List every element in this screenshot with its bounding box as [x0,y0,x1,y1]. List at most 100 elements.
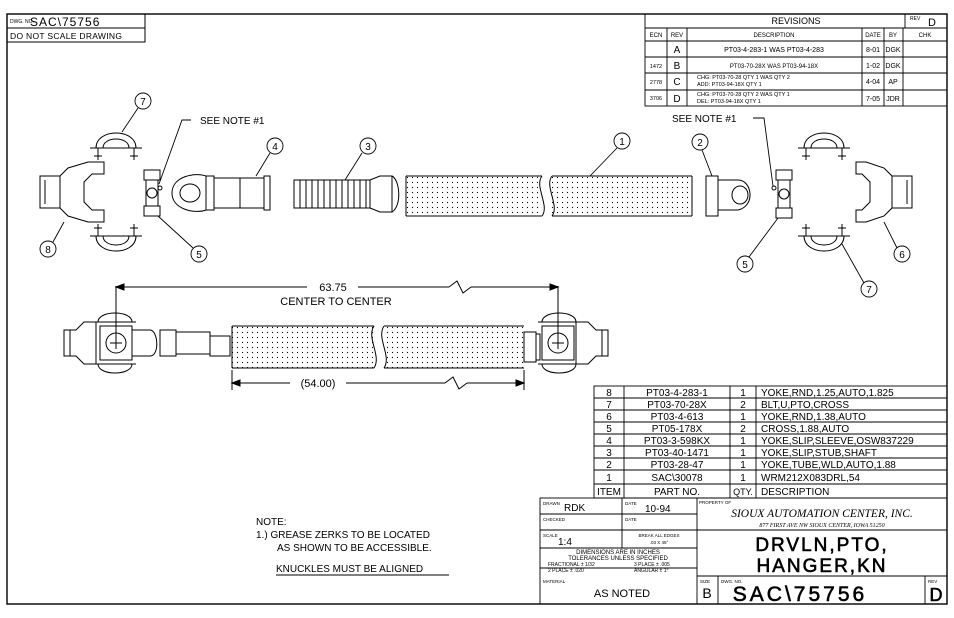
left-end-yoke-part-8 [39,161,105,223]
parts-header-qty: QTY. [733,487,753,497]
rev-row-desc: PT03-70-28X WAS PT03-94-18X [730,64,818,70]
rev-row-desc: CHG: PT03-70-28 QTY 1 WAS QTY 2 [697,75,790,81]
parts-row-part: PT03-4-283-1 [646,388,708,399]
drawing-title-line-2: HANGER,KN [757,556,888,577]
note-knuckles: KNUCKLES MUST BE ALIGNED [276,564,423,575]
parts-row-qty: 1 [740,436,746,447]
callout-8: 8 [45,245,51,256]
break-edges-1: BREAK ALL EDGES [638,533,679,538]
property-of-label: PROPERTY OF [699,500,731,505]
dims-line-2: TOLERANCES UNLESS SPECIFIED [568,556,668,562]
revisions-rev-label: REV [910,16,921,22]
rev-row-rev: D [673,94,680,105]
rev-row-desc: PT03-4-283-1 WAS PT03-4-283 [724,47,824,54]
parts-row-desc: WRM212X083DRL,54 [761,473,860,484]
sheet-border [6,13,948,605]
material-label: MATERIAL [543,579,566,584]
date-label: DATE [625,501,637,506]
stub-shaft-yoke-part-3 [293,175,400,213]
parts-row-qty: 2 [740,424,746,435]
parts-row-item: 2 [606,460,612,471]
left-u-bolt-bottom-part-7 [90,224,142,252]
exploded-view [39,132,913,252]
parts-row-part: PT03-3-598KX [644,436,710,447]
parts-row-qty: 1 [740,388,746,399]
rev-header-desc: DESCRIPTION [753,33,794,39]
rev-label: REV [928,579,937,584]
left-cross-part-5 [143,169,163,217]
rev-row-rev: C [673,77,680,88]
callout-1: 1 [619,137,625,148]
see-note-right: SEE NOTE #1 [672,114,737,125]
dims-line-1: DIMENSIONS ARE IN INCHES [576,550,660,556]
note-heading: NOTE: [256,517,287,528]
rev-row-by: AP [888,79,898,86]
top-left-dwg-box: DWG. NO. SAC\75756 DO NOT SCALE DRAWING [6,13,146,43]
rev-header-ecn: ECN [650,33,663,39]
note-line-2: AS SHOWN TO BE ACCESSIBLE. [277,543,432,554]
right-u-bolt-top-part-7 [798,132,850,160]
parts-row-item: 7 [606,400,612,411]
parts-row-item: 1 [606,473,612,484]
callout-numbers: 7 4 3 1 2 8 5 5 6 7 [45,97,905,296]
rev-header-rev: REV [671,33,683,39]
rev-row-date: 7-05 [866,96,880,103]
parts-list-text: 8 PT03-4-283-1 1 YOKE,RND,1.25,AUTO,1.82… [597,388,914,498]
parts-row-desc: CROSS,1.88,AUTO [761,424,849,435]
dim-center-to-center-value: 63.75 [319,282,347,294]
right-u-bolt-bottom-part-7 [798,224,850,252]
dwg-no-label: DWG. NO. [721,579,743,584]
callout-5-left: 5 [196,250,202,261]
parts-row-desc: YOKE,TUBE,WLD,AUTO,1.88 [761,460,896,471]
tol-angular: ANGULAR ± 1° [634,568,668,574]
callout-4: 4 [272,142,278,153]
checked-label: CHECKED [543,517,566,522]
rev-row-date: 4-04 [866,79,880,86]
rev-row-ecn: 2778 [650,80,662,86]
rev-row-rev: A [674,45,681,56]
parts-row-part: PT03-70-28X [647,400,707,411]
parts-row-desc: BLT,U,PTO,CROSS [761,400,849,411]
rev-row-by: DGK [885,47,901,54]
rev-row-ecn: 3706 [650,96,662,102]
left-u-bolt-top-part-7 [90,132,142,160]
parts-row-desc: YOKE,SLIP,STUB,SHAFT [761,448,877,459]
rev-row-ecn: 1472 [650,64,662,70]
callouts [39,92,911,298]
right-cross-part-5 [771,169,793,219]
parts-row-qty: 1 [740,460,746,471]
size-value: B [702,585,711,601]
parts-row-part: PT05-178X [652,424,703,435]
rev-row-desc2: DEL: PT03-94-18X QTY 1 [697,99,761,105]
rev-row-by: DGK [885,63,901,70]
parts-row-qty: 1 [740,448,746,459]
company-name: SIOUX AUTOMATION CENTER, INC. [731,508,913,520]
size-label: SIZE [700,579,710,584]
parts-row-item: 6 [606,412,612,423]
parts-row-qty: 1 [740,412,746,423]
rev-header-date: DATE [865,33,881,39]
notes: NOTE: 1.) GREASE ZERKS TO BE LOCATED AS … [256,517,449,576]
do-not-scale-text: DO NOT SCALE DRAWING [10,31,122,41]
parts-header-item: ITEM [597,487,621,498]
date-value: 10-94 [645,504,671,515]
tube-yoke-part-2 [705,175,751,217]
rev-row-date: 1-02 [866,63,880,70]
parts-row-desc: YOKE,RND,1.25,AUTO,1.825 [761,388,894,399]
drawn-label: DRAWN [543,501,560,506]
parts-header-part: PART NO. [654,487,700,498]
parts-row-desc: YOKE,SLIP,SLEEVE,OSW837229 [761,436,914,447]
drawn-value: RDK [564,503,585,514]
dwg-no-label-top: DWG. NO. [10,19,34,25]
rev-row-date: 8-01 [866,47,880,54]
parts-row-qty: 2 [740,400,746,411]
break-edges-2: .03 X 45° [650,540,669,545]
scale-label: SCALE [543,533,558,538]
title-block-grid [539,497,948,605]
tol-2place: 2 PLACE ± .020 [548,568,584,574]
assembled-view [63,280,609,390]
parts-row-qty: 1 [740,473,746,484]
rev-value: D [930,585,943,605]
date2-label: DATE [625,517,637,522]
